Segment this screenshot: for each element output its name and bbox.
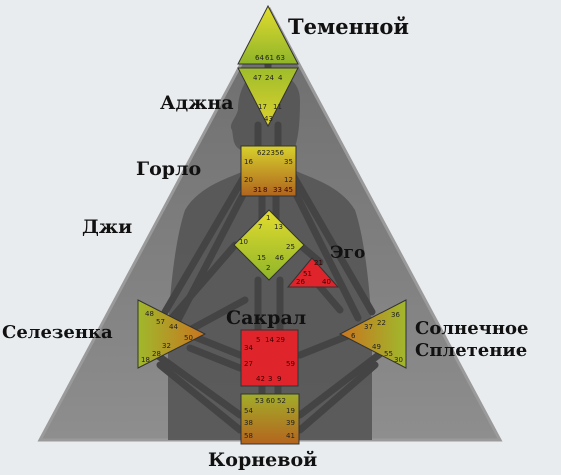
gate-label: 23	[266, 149, 275, 157]
gate-label: 21	[314, 259, 323, 267]
gate-label: 16	[244, 158, 253, 166]
gate-label: 24	[265, 74, 274, 82]
gate-label: 38	[244, 419, 253, 427]
gate-label: 3	[268, 375, 272, 383]
gate-label: 50	[184, 334, 193, 342]
gate-label: 53	[255, 397, 264, 405]
gate-label: 22	[377, 319, 386, 327]
gate-label: 36	[391, 311, 400, 319]
solar-plexus-label-line1: Солнечное	[415, 318, 529, 339]
gate-label: 33	[273, 186, 282, 194]
root-center[interactable]	[240, 393, 300, 445]
gate-label: 26	[296, 278, 305, 286]
gate-label: 34	[244, 344, 253, 352]
ajna-label: Аджна	[160, 92, 234, 114]
spleen-label: Селезенка	[2, 322, 113, 343]
gate-label: 17	[258, 103, 267, 111]
gate-label: 32	[162, 342, 171, 350]
gate-label: 37	[364, 323, 373, 331]
gate-label: 8	[263, 186, 267, 194]
gate-label: 39	[286, 419, 295, 427]
gate-label: 62	[257, 149, 266, 157]
gate-label: 27	[244, 360, 253, 368]
gate-label: 41	[286, 432, 295, 440]
gate-label: 60	[266, 397, 275, 405]
gate-label: 5	[256, 336, 260, 344]
g-center[interactable]	[233, 209, 305, 281]
gate-label: 28	[152, 350, 161, 358]
ego-center[interactable]	[286, 257, 340, 288]
gate-label: 1	[266, 214, 270, 222]
throat-label: Горло	[136, 158, 202, 180]
gate-label: 4	[278, 74, 283, 82]
gate-label: 63	[276, 54, 285, 62]
gate-label: 35	[284, 158, 293, 166]
head-center[interactable]	[237, 4, 299, 65]
gate-label: 7	[258, 223, 262, 231]
gate-label: 48	[145, 310, 154, 318]
root-label: Корневой	[208, 449, 318, 471]
gate-label: 30	[394, 356, 403, 364]
g-label: Джи	[82, 216, 133, 238]
gate-label: 58	[244, 432, 253, 440]
gate-label: 51	[303, 270, 312, 278]
gate-label: 2	[266, 264, 270, 272]
gate-label: 54	[244, 407, 253, 415]
gate-label: 56	[275, 149, 284, 157]
gate-label: 61	[265, 54, 274, 62]
head-label: Теменной	[288, 14, 409, 39]
gate-label: 29	[276, 336, 285, 344]
gate-label: 25	[286, 243, 295, 251]
gate-label: 13	[274, 223, 283, 231]
spleen-center[interactable]	[137, 299, 207, 369]
sacral-center[interactable]	[240, 329, 299, 387]
gate-label: 49	[372, 343, 381, 351]
gate-label: 59	[286, 360, 295, 368]
ego-label: Эго	[330, 243, 366, 263]
gate-label: 44	[169, 323, 178, 331]
gate-label: 45	[284, 186, 293, 194]
throat-center[interactable]	[240, 145, 297, 197]
gate-label: 55	[384, 350, 393, 358]
gate-label: 46	[275, 254, 284, 262]
gate-label: 12	[284, 176, 293, 184]
gate-label: 9	[277, 375, 281, 383]
gate-label: 40	[322, 278, 331, 286]
gate-label: 57	[156, 318, 165, 326]
gate-label: 31	[253, 186, 262, 194]
gate-label: 20	[244, 176, 253, 184]
gate-label: 52	[277, 397, 286, 405]
sacral-label: Сакрал	[226, 307, 307, 329]
gate-label: 15	[257, 254, 266, 262]
gate-label: 6	[351, 332, 356, 340]
ajna-center[interactable]	[237, 67, 299, 128]
channels	[146, 56, 389, 434]
gate-label: 47	[253, 74, 262, 82]
gate-label: 14	[265, 336, 274, 344]
gate-label: 10	[239, 238, 248, 246]
solar-plexus-label-line2: Сплетение	[415, 340, 528, 361]
gate-label: 42	[256, 375, 265, 383]
gate-label: 11	[273, 103, 282, 111]
gate-label: 19	[286, 407, 295, 415]
gate-label: 18	[141, 356, 150, 364]
solar-plexus-center[interactable]	[338, 299, 407, 369]
gate-label: 43	[264, 115, 273, 123]
gate-label: 64	[255, 54, 264, 62]
